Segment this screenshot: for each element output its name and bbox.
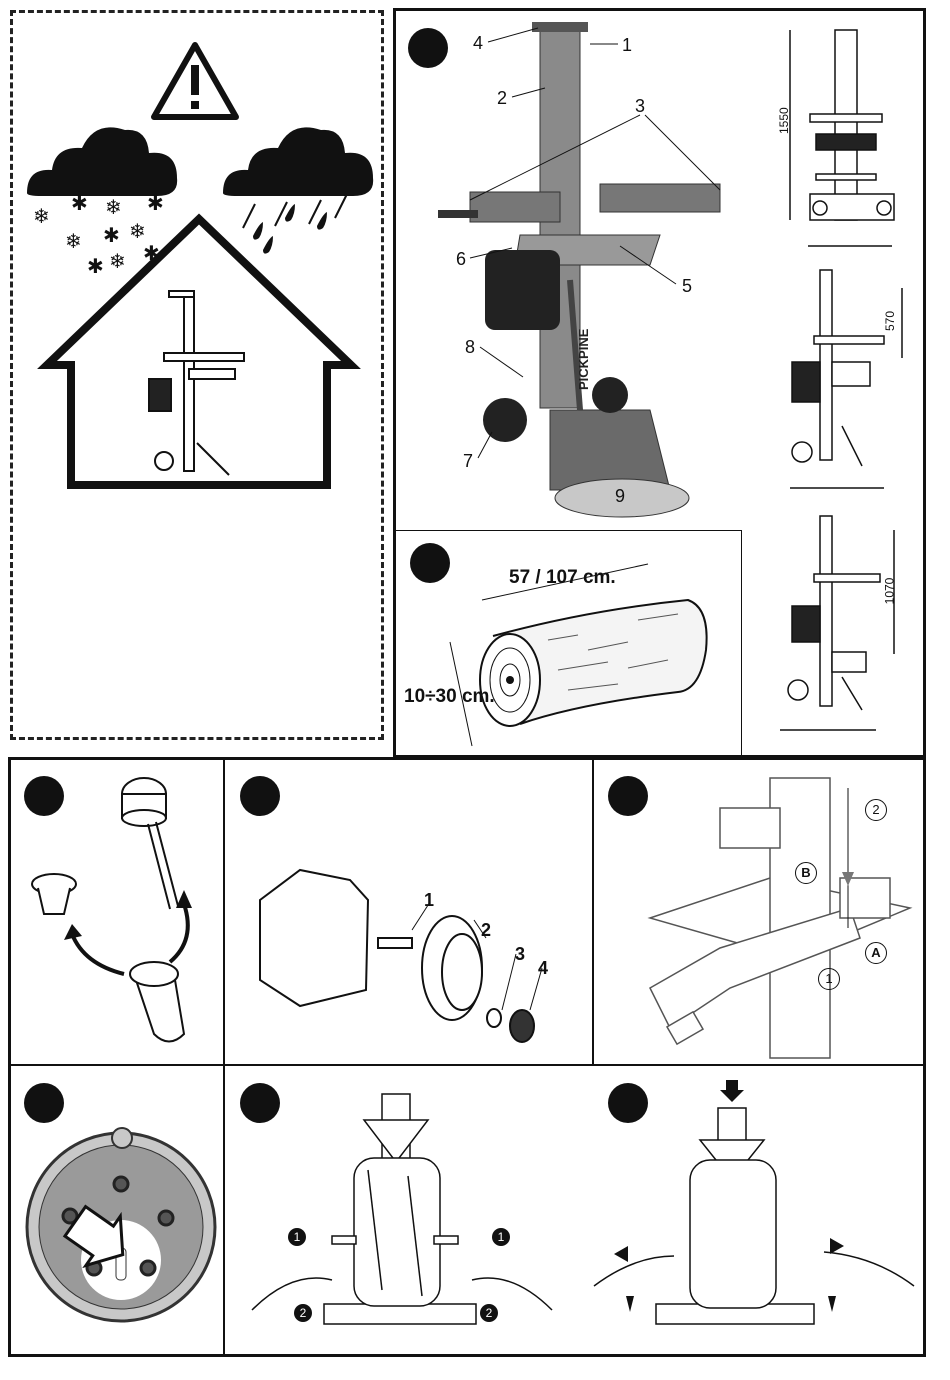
dim-1070: 1070 [882, 578, 896, 605]
step-2-left-marker: 2 [294, 1304, 312, 1322]
wheel-assembly-illustration [240, 790, 590, 1060]
step-1-right-marker: 1 [492, 1228, 510, 1246]
dim-570: 570 [883, 311, 897, 331]
dimension-drawing-full: 1550 [780, 24, 910, 254]
log-length-label: 57 / 107 cm. [509, 567, 616, 589]
mount-badge-a: A [865, 942, 887, 964]
step-2-right-label: 2 [486, 1306, 493, 1320]
cap-plug-illustration [24, 764, 214, 1054]
step-1-left-marker: 1 [288, 1228, 306, 1246]
mount-badge-2-label: 2 [872, 802, 879, 817]
dim-1550: 1550 [777, 107, 791, 134]
mount-badge-2: 2 [865, 799, 887, 821]
split-step-2-illustration [594, 1076, 924, 1336]
step-2-left-label: 2 [300, 1306, 307, 1320]
valve-plate-illustration [24, 1120, 224, 1380]
log-diameter-label: 10÷30 cm. [404, 686, 495, 708]
step-2-right-marker: 2 [480, 1304, 498, 1322]
step-1-left-label: 1 [294, 1230, 301, 1244]
mount-badge-a-label: A [871, 945, 880, 960]
wheel-callout-2: 2 [481, 920, 491, 941]
dimension-drawing-short [780, 266, 910, 496]
wheel-callout-1: 1 [424, 890, 434, 911]
log-illustration [438, 580, 738, 740]
wheel-callout-4: 4 [538, 958, 548, 979]
grid-divider-v2 [592, 757, 594, 1064]
mount-badge-b: B [795, 862, 817, 884]
figure-marker-b [410, 543, 450, 583]
grid-divider-h [8, 1064, 926, 1066]
dimension-drawing-long [776, 512, 906, 742]
step-1-right-label: 1 [498, 1230, 505, 1244]
split-step-1-illustration [232, 1090, 592, 1330]
mount-badge-1: 1 [818, 968, 840, 990]
figure-marker-f [24, 1083, 64, 1123]
wheel-callout-3: 3 [515, 944, 525, 965]
mount-badge-b-label: B [801, 865, 810, 880]
mount-badge-1-label: 1 [825, 971, 832, 986]
